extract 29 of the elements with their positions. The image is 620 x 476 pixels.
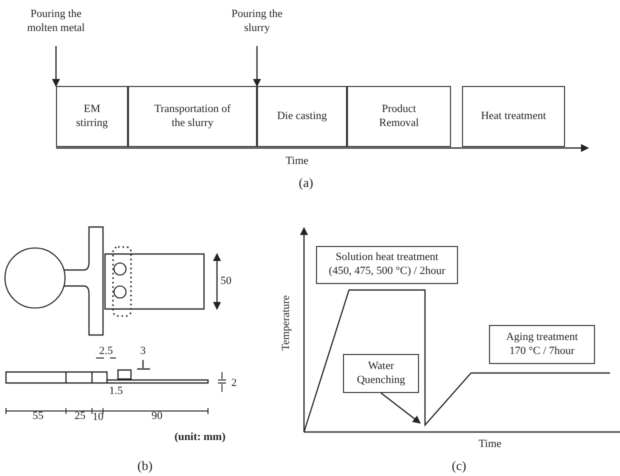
axis-label: Time: [286, 155, 308, 167]
process-box: EM stirring: [56, 86, 128, 147]
axis-label: Time: [478, 438, 502, 450]
arrow: [380, 392, 421, 424]
panel-label: (c): [452, 458, 466, 474]
stage-box: Solution heat treatment (450, 475, 500 °C) / 2hour: [316, 246, 458, 284]
dimension-label: 90: [152, 410, 162, 422]
annotation-text: Pouring the slurry: [230, 8, 284, 36]
stage-box: Aging treatment 170 °C / 7hour: [489, 325, 595, 364]
arrow: [52, 46, 60, 87]
dimension-label: 1.5: [109, 385, 123, 397]
process-box: Die casting: [257, 86, 347, 147]
dimension-label: 25: [74, 410, 86, 422]
arrow: [253, 46, 261, 87]
unit-note: (unit: mm): [174, 431, 226, 443]
dimension-label: 10: [92, 411, 104, 423]
dimension-label: 55: [32, 410, 44, 422]
process-box: Heat treatment: [462, 86, 565, 147]
annotation-text: Pouring the molten metal: [26, 8, 86, 36]
stage-box: Water Quenching: [343, 354, 419, 393]
axis-label: Temperature: [280, 295, 292, 351]
process-box: Product Removal: [347, 86, 451, 147]
dimension-label: 2: [231, 377, 237, 389]
dimension-label: 2.5: [99, 345, 113, 357]
dimension-label: 3: [140, 345, 146, 357]
panel-label: (b): [137, 458, 153, 474]
dimension-label: 50: [220, 275, 232, 287]
process-box: Transportation of the slurry: [128, 86, 257, 147]
panel-label: (a): [298, 175, 314, 191]
